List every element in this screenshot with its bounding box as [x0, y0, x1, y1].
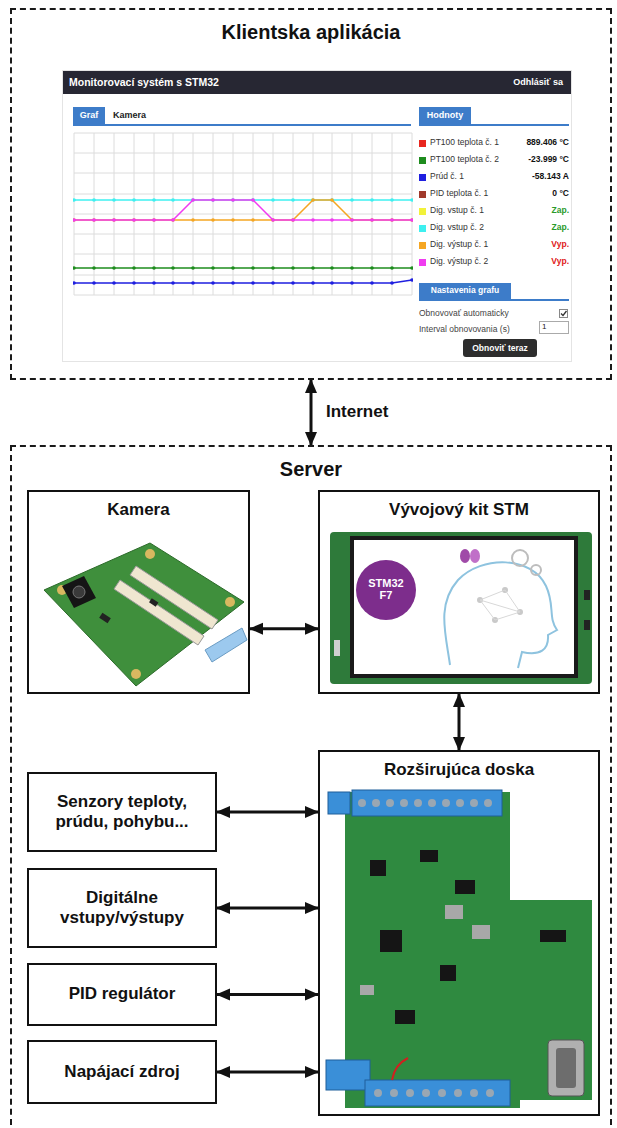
panel-title: Nastavenia grafu	[419, 285, 511, 295]
setting-label: Interval obnovovania (s)	[419, 324, 510, 334]
legend-text: PT100 teplota č. 1	[430, 137, 499, 147]
legend-swatch	[419, 208, 426, 215]
app-title: Monitorovací systém s STM32	[69, 76, 219, 89]
logo-text: STM32 F7	[361, 577, 411, 601]
legend-text: Dig. vstup č. 1	[430, 205, 484, 215]
legend-text: PT100 teplota č. 2	[430, 154, 499, 164]
legend-text: Dig. výstup č. 2	[430, 256, 488, 266]
state-text: Vyp.	[551, 256, 569, 266]
panel-underline	[419, 299, 569, 301]
value-row: PT100 teplota č. 1 889.406 °C	[419, 136, 569, 150]
connector-arrow	[458, 694, 461, 750]
legend-swatch	[419, 225, 426, 232]
legend-text: Prúd č. 1	[430, 171, 464, 181]
box-title: Kamera	[29, 492, 248, 520]
legend-swatch	[419, 191, 426, 198]
region-title: Server	[12, 447, 610, 481]
value-row: Prúd č. 1 -58.143 A	[419, 170, 569, 184]
legend-text: Dig. výstup č. 1	[430, 239, 488, 249]
value-row: Dig. výstup č. 2 Vyp.	[419, 255, 569, 269]
value-row: Dig. vstup č. 1 Zap.	[419, 204, 569, 218]
box-label: PID regulátor	[69, 984, 176, 1004]
camera-photo	[44, 543, 247, 686]
legend-swatch	[419, 242, 426, 249]
value-text: -58.143 A	[532, 171, 569, 181]
box-label: Napájací zdroj	[64, 1062, 179, 1082]
connector-arrow	[217, 907, 318, 910]
state-text: Vyp.	[551, 239, 569, 249]
component-box: Rozširujúca doska	[318, 750, 600, 1116]
connector-arrow	[310, 380, 313, 445]
button-label: Obnoviť teraz	[463, 343, 537, 353]
process-box: Senzory teploty, prúdu, pohybu...	[27, 772, 217, 852]
value-text: 0 °C	[552, 188, 569, 198]
connector-arrow	[217, 1071, 318, 1074]
expansion-board-photo	[326, 790, 592, 1108]
value-row: PID teplota č. 1 0 °C	[419, 187, 569, 201]
box-title: Rozširujúca doska	[320, 752, 598, 780]
app-screenshot: Monitorovací systém s STM32 Odhlásiť sa …	[62, 70, 572, 362]
connector-arrow	[217, 811, 318, 814]
value-row: Dig. výstup č. 1 Vyp.	[419, 238, 569, 252]
line-chart	[73, 132, 413, 296]
value-text: 889.406 °C	[526, 137, 569, 147]
connector-arrow	[217, 993, 318, 996]
legend-swatch	[419, 174, 426, 181]
legend-swatch	[419, 140, 426, 147]
value-row: PT100 teplota č. 2 -23.999 °C	[419, 153, 569, 167]
panel-underline	[419, 124, 569, 126]
region-title: Klientska aplikácia	[12, 10, 610, 44]
edge-label: Internet	[323, 402, 391, 422]
input-value: 1	[542, 322, 546, 332]
dev-kit-photo	[330, 532, 592, 684]
process-box: Napájací zdroj	[27, 1040, 217, 1104]
box-title: Vývojový kit STM	[320, 492, 598, 520]
tab-label: Graf	[73, 110, 105, 121]
checkbox	[559, 309, 568, 318]
state-text: Zap.	[552, 222, 569, 232]
component-box: Kamera	[27, 490, 250, 694]
component-box: Vývojový kit STM	[318, 490, 600, 694]
logout-link: Odhlásiť sa	[513, 77, 563, 88]
panel-title: Hodnoty	[419, 110, 471, 121]
legend-text: Dig. vstup č. 2	[430, 222, 484, 232]
legend-text: PID teplota č. 1	[430, 188, 488, 198]
box-label: Digitálne vstupy/výstupy	[39, 888, 205, 929]
region-frame: ServerKamera Vývojový kit STM Rozširujúca …	[10, 445, 612, 1128]
process-box: PID regulátor	[27, 963, 217, 1026]
connector-arrow	[250, 627, 318, 630]
setting-label: Obnovovať automaticky	[419, 308, 509, 318]
process-box: Digitálne vstupy/výstupy	[27, 868, 217, 948]
legend-swatch	[419, 157, 426, 164]
state-text: Zap.	[552, 205, 569, 215]
value-text: -23.999 °C	[528, 154, 569, 164]
legend-swatch	[419, 259, 426, 266]
box-label: Senzory teploty, prúdu, pohybu...	[39, 792, 205, 833]
tab-label: Kamera	[113, 110, 146, 121]
tab-underline	[73, 124, 411, 126]
value-row: Dig. vstup č. 2 Zap.	[419, 221, 569, 235]
